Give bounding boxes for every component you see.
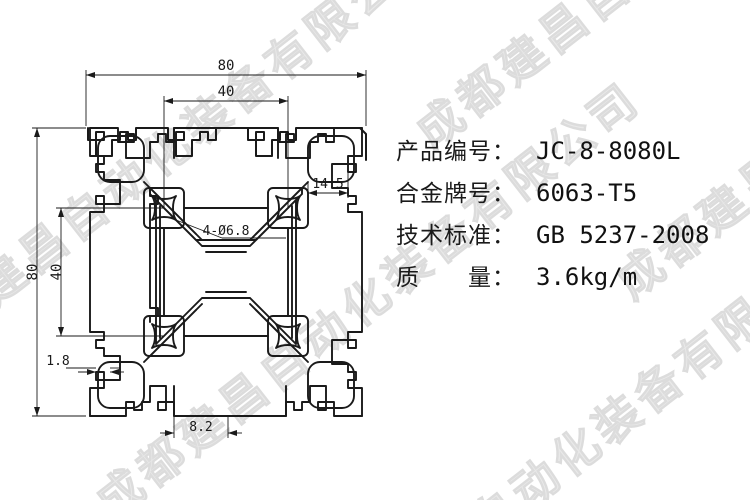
dim-width-overall: 80 bbox=[218, 58, 235, 74]
dimension-layer bbox=[32, 70, 367, 438]
spec-label-alloy-grade: 合金牌号： bbox=[396, 181, 516, 207]
dim-height-center: 40 bbox=[49, 264, 65, 281]
spec-table: 产品编号： JC-8-8080L 合金牌号： 6063-T5 技术标准： GB … bbox=[396, 132, 746, 300]
dim-slot-opening-right: 14.5 bbox=[312, 177, 343, 192]
dim-slot-width-bottom: 8.2 bbox=[189, 420, 212, 435]
cross-section-drawing: 80 40 80 40 14.5 1.8 8.2 4-Ø6.8 bbox=[25, 58, 367, 438]
dim-wall-thickness: 1.8 bbox=[46, 354, 69, 369]
dim-width-center: 40 bbox=[218, 84, 235, 100]
spec-row-product-number: 产品编号： JC-8-8080L bbox=[396, 132, 746, 174]
spec-value-alloy-grade: 6063-T5 bbox=[536, 179, 638, 207]
profile-outline bbox=[89, 127, 363, 417]
dim-height-overall: 80 bbox=[25, 264, 41, 281]
spec-value-product-number: JC-8-8080L bbox=[536, 137, 681, 165]
spec-row-mass: 质 量： 3.6kg/m bbox=[396, 258, 746, 300]
spec-value-technical-standard: GB 5237-2008 bbox=[536, 221, 710, 249]
spec-label-technical-standard: 技术标准： bbox=[396, 223, 516, 249]
spec-value-mass: 3.6kg/m bbox=[536, 263, 638, 291]
spec-row-technical-standard: 技术标准： GB 5237-2008 bbox=[396, 216, 746, 258]
bore-callout-label: 4-Ø6.8 bbox=[203, 224, 250, 239]
spec-label-mass: 质 量： bbox=[396, 265, 516, 291]
spec-label-product-number: 产品编号： bbox=[396, 139, 516, 165]
dimension-text-layer: 80 40 80 40 14.5 1.8 8.2 4-Ø6.8 bbox=[25, 58, 344, 435]
spec-row-alloy-grade: 合金牌号： 6063-T5 bbox=[396, 174, 746, 216]
